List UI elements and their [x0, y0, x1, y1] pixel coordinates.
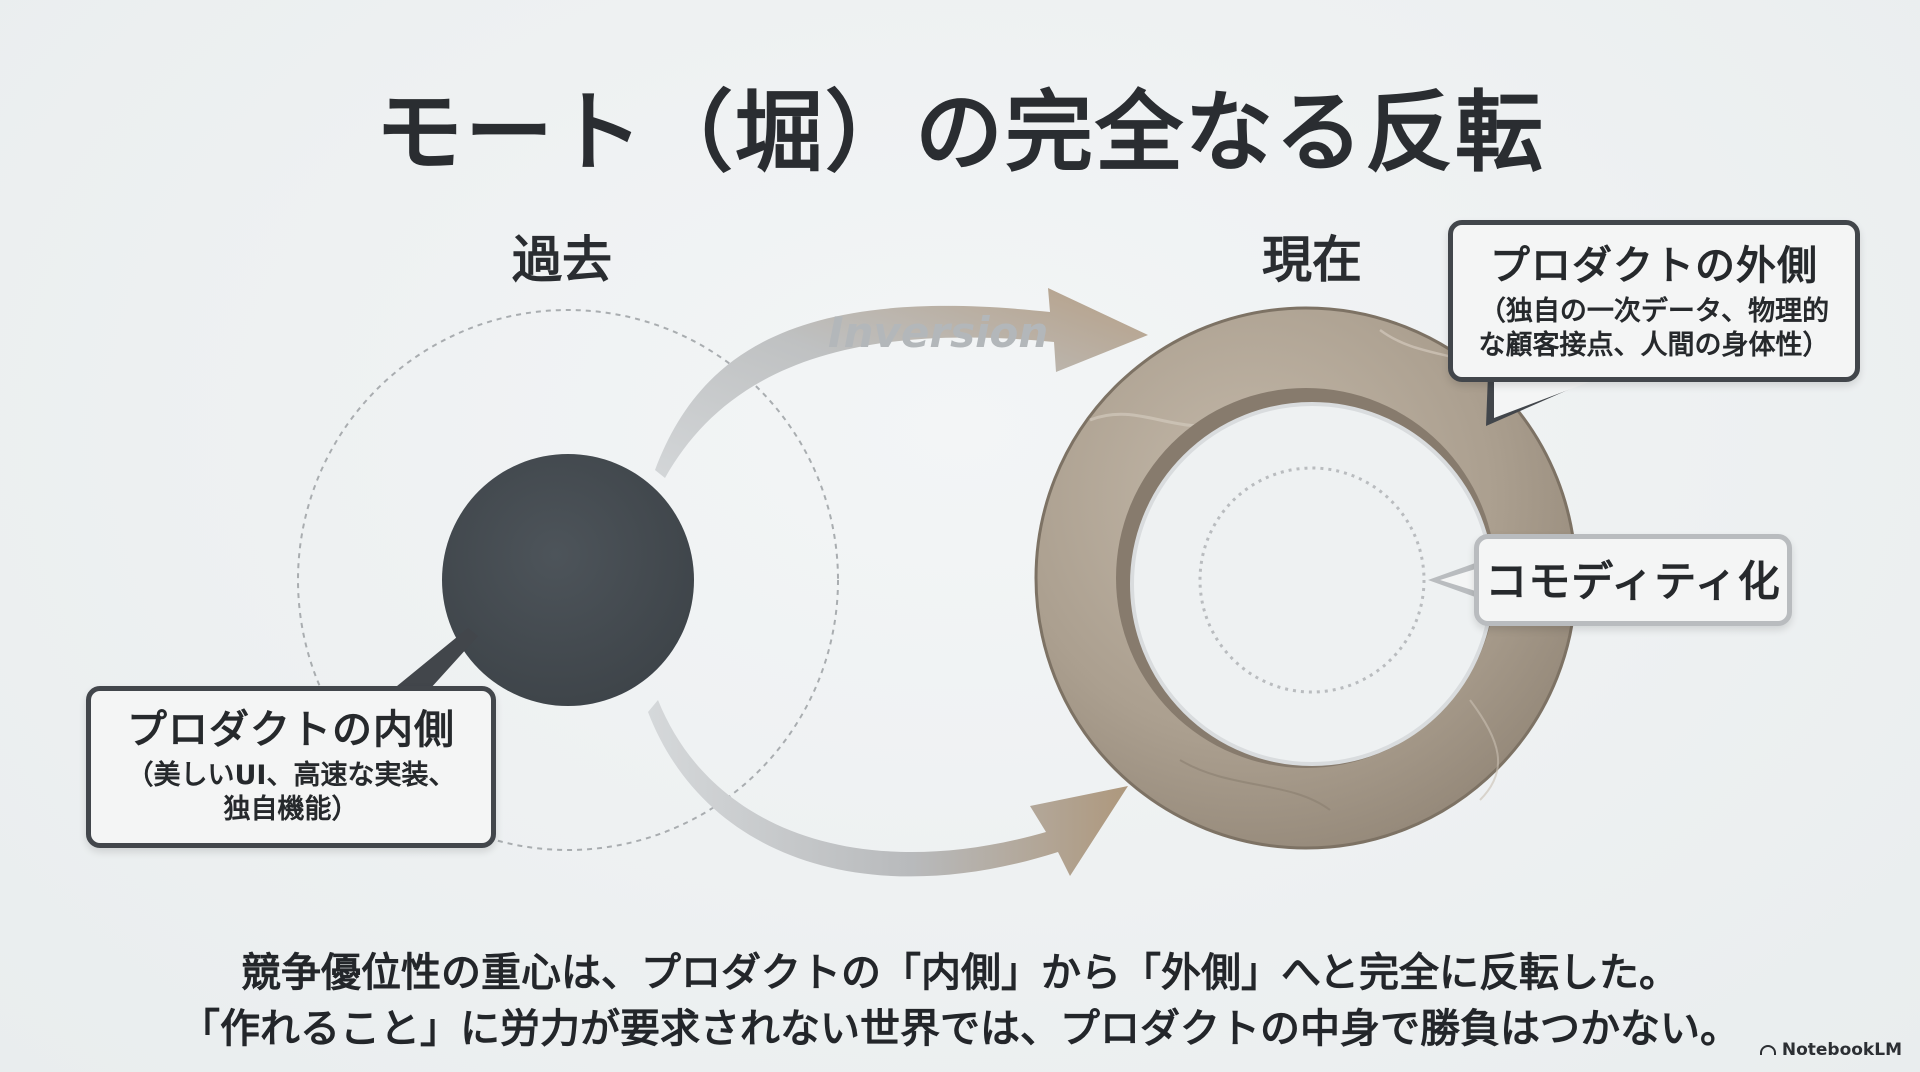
inner-callout-head: プロダクトの内側 [91, 707, 491, 753]
inversion-arrow-bottom [648, 700, 1128, 876]
notebooklm-brand: NotebookLM [1760, 1040, 1902, 1060]
footer-line-1: 競争優位性の重心は、プロダクトの「内側」から「外側」へと完全に反転した。 [0, 940, 1920, 998]
inner-product-callout: プロダクトの内側 （美しいUI、高速な実装、 独自機能） [86, 686, 496, 848]
outer-callout-sub-1: （独自の一次データ、物理的 [1453, 295, 1855, 329]
notebooklm-logo-icon [1760, 1045, 1776, 1055]
commodity-callout-head: コモディティ化 [1479, 559, 1787, 605]
footer-line-2: 「作れること」に労力が要求されない世界では、プロダクトの中身で勝負はつかない。 [0, 996, 1920, 1054]
inner-callout-sub-1: （美しいUI、高速な実装、 [91, 759, 491, 793]
product-core-circle [442, 454, 694, 706]
outer-product-callout: プロダクトの外側 （独自の一次データ、物理的 な顧客接点、人間の身体性） [1448, 220, 1860, 382]
outer-callout-head: プロダクトの外側 [1453, 243, 1855, 289]
inversion-label: Inversion [828, 308, 1048, 357]
inner-callout-sub-2: 独自機能） [91, 793, 491, 827]
commodity-callout: コモディティ化 [1474, 534, 1792, 626]
outer-callout-sub-2: な顧客接点、人間の身体性） [1453, 329, 1855, 363]
brand-label: NotebookLM [1782, 1040, 1902, 1060]
